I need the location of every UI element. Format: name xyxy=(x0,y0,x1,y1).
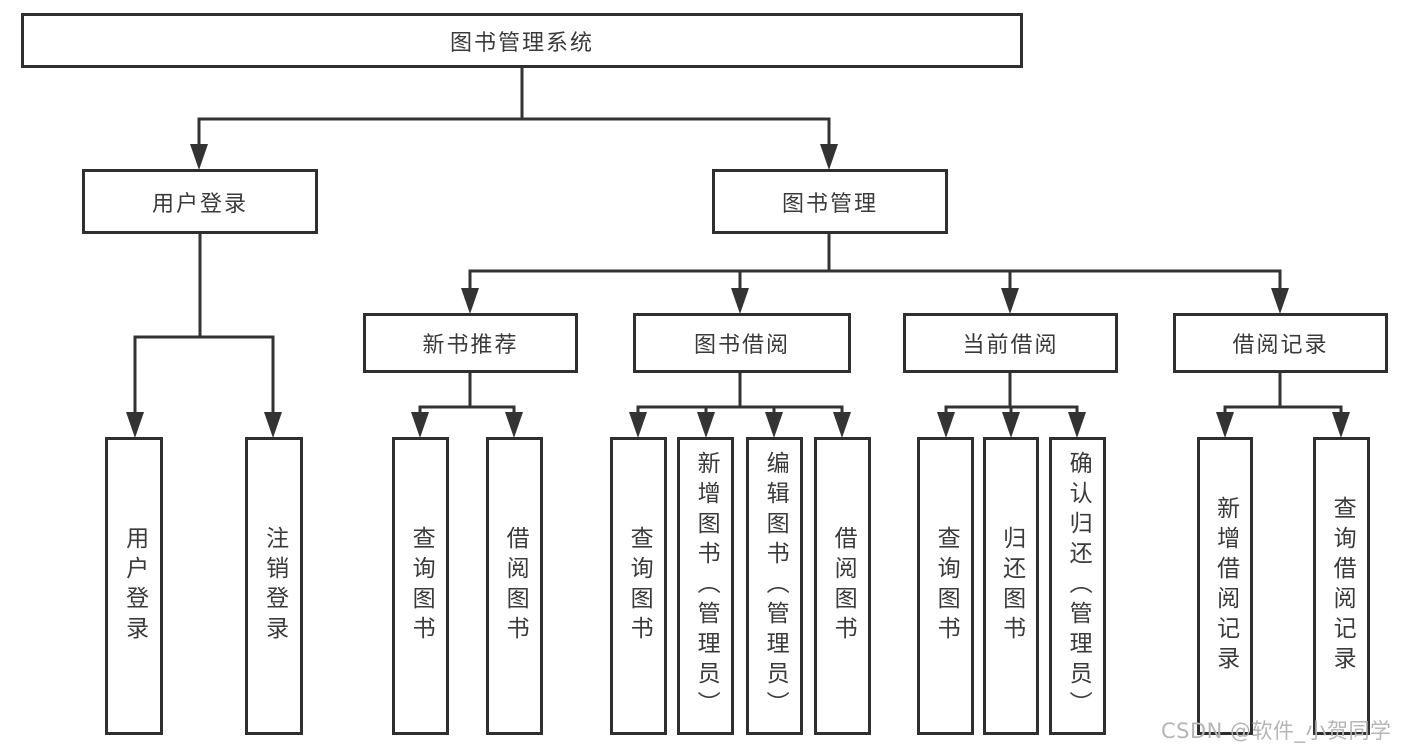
leaf-query-books-current: 查询图书 xyxy=(917,437,974,735)
node-new-book-recommendation: 新书推荐 xyxy=(363,313,578,373)
node-label: 图书借阅 xyxy=(693,333,790,358)
node-label: 图书管理系统 xyxy=(449,30,594,56)
leaf-user-login: 用户登录 xyxy=(105,437,163,735)
node-label: 确认归还（管理员） xyxy=(1065,451,1092,721)
node-label: 查询图书 xyxy=(933,526,960,646)
node-label: 借阅记录 xyxy=(1232,333,1329,358)
node-book-management-module: 图书管理 xyxy=(712,169,948,234)
node-label: 用户登录 xyxy=(121,526,148,646)
leaf-edit-books-admin: 编辑图书（管理员） xyxy=(746,437,803,735)
node-label: 新增图书（管理员） xyxy=(693,451,720,721)
node-label: 查询图书 xyxy=(626,526,653,646)
leaf-query-borrow-record: 查询借阅记录 xyxy=(1313,437,1370,735)
node-label: 查询图书 xyxy=(408,526,435,646)
node-label: 注销登录 xyxy=(261,526,288,646)
node-current-borrowing: 当前借阅 xyxy=(903,313,1118,373)
node-label: 当前借阅 xyxy=(962,333,1059,358)
node-label: 查询借阅记录 xyxy=(1329,496,1356,676)
node-user-login-module: 用户登录 xyxy=(82,169,318,234)
node-label: 用户登录 xyxy=(151,191,248,217)
node-book-borrowing: 图书借阅 xyxy=(633,313,851,373)
node-book-management-system: 图书管理系统 xyxy=(21,13,1023,68)
node-label: 编辑图书（管理员） xyxy=(762,451,789,721)
leaf-borrow-books-recommend: 借阅图书 xyxy=(486,437,543,735)
node-label: 新增借阅记录 xyxy=(1212,496,1239,676)
node-label: 新书推荐 xyxy=(422,333,519,358)
leaf-borrow-books: 借阅图书 xyxy=(814,437,871,735)
csdn-watermark: CSDN @软件_小贺同学 xyxy=(1161,719,1392,743)
leaf-return-books: 归还图书 xyxy=(983,437,1039,735)
leaf-query-books-borrowing: 查询图书 xyxy=(610,437,667,735)
node-label: 图书管理 xyxy=(781,191,878,217)
leaf-add-borrow-record: 新增借阅记录 xyxy=(1197,437,1253,735)
leaf-logout: 注销登录 xyxy=(245,437,303,735)
node-label: 借阅图书 xyxy=(830,526,857,646)
node-borrowing-records: 借阅记录 xyxy=(1173,313,1388,373)
node-label: 借阅图书 xyxy=(502,526,529,646)
leaf-add-books-admin: 新增图书（管理员） xyxy=(677,437,734,735)
leaf-confirm-return-admin: 确认归还（管理员） xyxy=(1049,437,1106,735)
leaf-query-books-recommend: 查询图书 xyxy=(392,437,449,735)
node-label: 归还图书 xyxy=(998,526,1025,646)
